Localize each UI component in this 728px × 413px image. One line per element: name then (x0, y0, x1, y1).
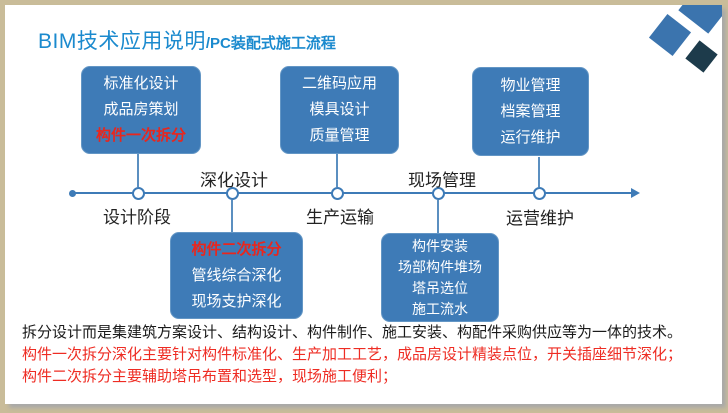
box-line: 模具设计 (309, 101, 370, 118)
box-line: 运行维护 (500, 128, 561, 146)
timeline-node-icon (533, 187, 546, 200)
timeline-arrowhead-icon (631, 188, 640, 198)
phase-label-site-management: 现场管理 (408, 171, 476, 190)
timeline-node-icon (331, 187, 344, 200)
timeline-node-icon (432, 187, 445, 200)
box-line-highlight: 构件一次拆分 (95, 127, 186, 144)
connector-line (231, 200, 233, 232)
box-design-stage: 标准化设计 成品房策划 构件一次拆分 (81, 66, 201, 154)
timeline-node-icon (226, 187, 239, 200)
box-line: 现场支护深化 (191, 292, 282, 310)
phase-label-design: 设计阶段 (103, 208, 171, 227)
box-line: 档案管理 (500, 102, 561, 120)
timeline-start-dot-icon (69, 190, 76, 197)
box-operation: 物业管理 档案管理 运行维护 (472, 67, 589, 156)
connector-line (137, 154, 139, 187)
box-production: 二维码应用 模具设计 质量管理 (280, 66, 399, 154)
note-line-red: 构件一次拆分深化主要针对构件标准化、生产加工工艺，成品房设计精装点位，开关插座细… (22, 346, 683, 363)
note-line-red: 构件二次拆分主要辅助塔吊布置和选型，现场施工便利； (22, 368, 398, 385)
title-subtitle: /PC装配式施工流程 (205, 35, 336, 52)
box-line: 二维码应用 (301, 75, 377, 92)
timeline-node-icon (132, 187, 145, 200)
connector-line (336, 154, 338, 187)
box-line: 施工流水 (412, 300, 468, 317)
box-site-management: 构件安装 场部构件堆场 塔吊选位 施工流水 (381, 233, 499, 322)
box-line: 物业管理 (500, 76, 561, 94)
box-line: 管线综合深化 (191, 266, 282, 284)
box-line: 场部构件堆场 (398, 258, 482, 275)
note-line-black: 拆分设计而是集建筑方案设计、结构设计、构件制作、施工安装、构配件采购供应等为一体… (22, 324, 683, 341)
box-line: 构件安装 (412, 237, 468, 254)
phase-label-production-transport: 生产运输 (306, 208, 374, 227)
page-title: BIM技术应用说明/PC装配式施工流程 (38, 25, 336, 55)
connector-line (538, 157, 540, 187)
timeline-axis (72, 192, 632, 194)
phase-label-deepening: 深化设计 (200, 171, 268, 190)
logo-square-medium-icon (648, 13, 692, 57)
box-line-highlight: 构件二次拆分 (191, 240, 282, 258)
title-main: BIM技术应用说明 (38, 30, 206, 53)
slide-card: BIM技术应用说明/PC装配式施工流程 标准化设计 成品房策划 构件一次拆分 二… (5, 5, 722, 404)
logo-square-dark-icon (685, 40, 718, 73)
box-deepening-design: 构件二次拆分 管线综合深化 现场支护深化 (170, 232, 303, 319)
box-line: 成品房策划 (103, 101, 179, 118)
box-line: 质量管理 (309, 127, 370, 144)
box-line: 标准化设计 (103, 75, 179, 92)
phase-label-operation-maintenance: 运营维护 (506, 209, 574, 228)
connector-line (437, 200, 439, 233)
box-line: 塔吊选位 (412, 279, 468, 296)
